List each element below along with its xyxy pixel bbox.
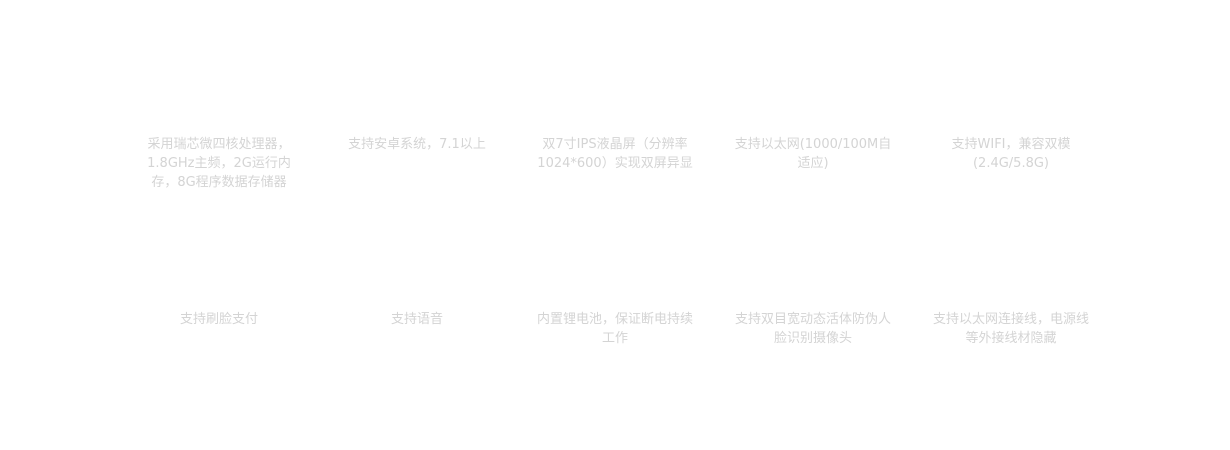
feature-item-battery: 内置锂电池，保证断电持续工作 (516, 310, 714, 348)
feature-text: 支持刷脸支付 (179, 312, 258, 327)
feature-item-android: 支持安卓系统，7.1以上 (318, 135, 516, 192)
feature-text: 支持双目宽动态活体防伪人脸识别摄像头 (734, 312, 891, 346)
feature-item-voice: 支持语音 (318, 310, 516, 348)
feature-item-hidden-cables: 支持以太网连接线，电源线等外接线材隐藏 (912, 310, 1110, 348)
feature-item-camera: 支持双目宽动态活体防伪人脸识别摄像头 (714, 310, 912, 348)
feature-item-face-pay: 支持刷脸支付 (120, 310, 318, 348)
feature-text: 采用瑞芯微四核处理器，1.8GHz主频，2G运行内存，8G程序数据存储器 (147, 137, 291, 190)
feature-grid: 采用瑞芯微四核处理器，1.8GHz主频，2G运行内存，8G程序数据存储器 支持安… (120, 135, 1110, 348)
feature-item-dual-screen: 双7寸IPS液晶屏（分辨率1024*600）实现双屏异显 (516, 135, 714, 192)
feature-item-ethernet: 支持以太网(1000/100M自适应) (714, 135, 912, 192)
feature-text: 支持安卓系统，7.1以上 (348, 137, 486, 152)
feature-text: 双7寸IPS液晶屏（分辨率1024*600）实现双屏异显 (537, 137, 693, 171)
feature-text: 支持WIFI，兼容双模(2.4G/5.8G) (951, 137, 1071, 171)
feature-text: 支持语音 (390, 312, 443, 327)
feature-item-processor: 采用瑞芯微四核处理器，1.8GHz主频，2G运行内存，8G程序数据存储器 (120, 135, 318, 192)
feature-text: 内置锂电池，保证断电持续工作 (536, 312, 693, 346)
feature-row-2: 支持刷脸支付 支持语音 内置锂电池，保证断电持续工作 支持双目宽动态活体防伪人脸… (120, 310, 1110, 348)
feature-row-1: 采用瑞芯微四核处理器，1.8GHz主频，2G运行内存，8G程序数据存储器 支持安… (120, 135, 1110, 192)
feature-text: 支持以太网连接线，电源线等外接线材隐藏 (932, 312, 1089, 346)
feature-text: 支持以太网(1000/100M自适应) (734, 137, 892, 171)
feature-item-wifi: 支持WIFI，兼容双模(2.4G/5.8G) (912, 135, 1110, 192)
